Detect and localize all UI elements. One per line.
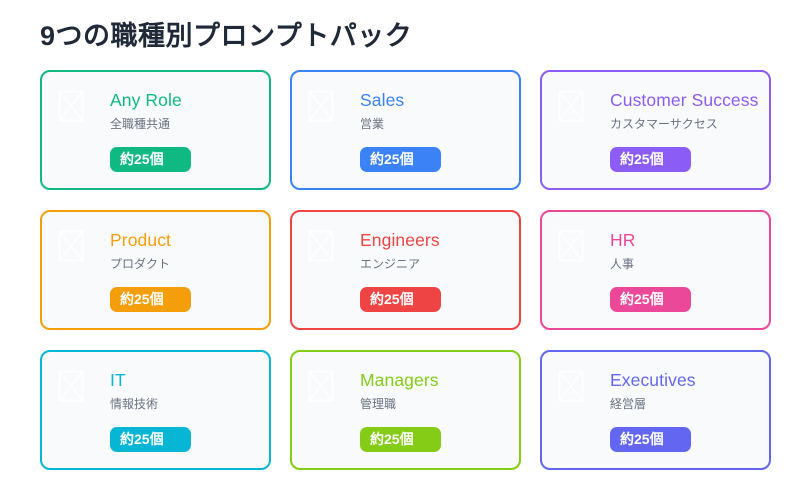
image-placeholder-icon xyxy=(58,370,84,402)
count-badge: 約25個 xyxy=(110,427,191,452)
role-subtitle: プロダクト xyxy=(110,257,171,271)
image-placeholder-icon xyxy=(558,370,584,402)
role-card-it[interactable]: IT 情報技術 約25個 xyxy=(40,350,271,470)
role-card-customer-success[interactable]: Customer Success カスタマーサクセス 約25個 xyxy=(540,70,771,190)
role-card-executives[interactable]: Executives 経営層 約25個 xyxy=(540,350,771,470)
role-name: IT xyxy=(110,370,126,390)
count-badge: 約25個 xyxy=(360,427,441,452)
page-title: 9つの職種別プロンプトパック xyxy=(40,21,413,51)
role-card-any-role[interactable]: Any Role 全職種共通 約25個 xyxy=(40,70,271,190)
role-card-sales[interactable]: Sales 営業 約25個 xyxy=(290,70,521,190)
count-badge: 約25個 xyxy=(110,147,191,172)
image-placeholder-icon xyxy=(558,90,584,122)
count-badge: 約25個 xyxy=(610,427,691,452)
count-badge: 約25個 xyxy=(110,287,191,312)
count-badge: 約25個 xyxy=(610,147,691,172)
image-placeholder-icon xyxy=(558,230,584,262)
role-subtitle: 営業 xyxy=(360,117,385,131)
count-badge: 約25個 xyxy=(610,287,691,312)
role-subtitle: エンジニア xyxy=(360,257,421,271)
role-name: Any Role xyxy=(110,90,182,110)
role-card-managers[interactable]: Managers 管理職 約25個 xyxy=(290,350,521,470)
count-badge: 約25個 xyxy=(360,147,441,172)
role-name: HR xyxy=(610,230,636,250)
role-subtitle: 全職種共通 xyxy=(110,117,171,131)
role-subtitle: 人事 xyxy=(610,257,635,271)
role-subtitle: 経営層 xyxy=(610,397,647,411)
role-subtitle: 管理職 xyxy=(360,397,397,411)
role-subtitle: カスタマーサクセス xyxy=(610,117,718,131)
role-name: Executives xyxy=(610,370,696,390)
role-pack-grid: Any Role 全職種共通 約25個 Sales 営業 約25個 Custom… xyxy=(40,70,771,470)
image-placeholder-icon xyxy=(58,90,84,122)
count-badge: 約25個 xyxy=(360,287,441,312)
role-name: Engineers xyxy=(360,230,440,250)
role-card-hr[interactable]: HR 人事 約25個 xyxy=(540,210,771,330)
role-name: Product xyxy=(110,230,172,250)
role-subtitle: 情報技術 xyxy=(110,397,159,411)
image-placeholder-icon xyxy=(308,370,334,402)
role-card-product[interactable]: Product プロダクト 約25個 xyxy=(40,210,271,330)
image-placeholder-icon xyxy=(308,230,334,262)
role-card-engineers[interactable]: Engineers エンジニア 約25個 xyxy=(290,210,521,330)
image-placeholder-icon xyxy=(308,90,334,122)
role-name: Managers xyxy=(360,370,439,390)
role-name: Sales xyxy=(360,90,405,110)
role-name: Customer Success xyxy=(610,90,759,110)
image-placeholder-icon xyxy=(58,230,84,262)
